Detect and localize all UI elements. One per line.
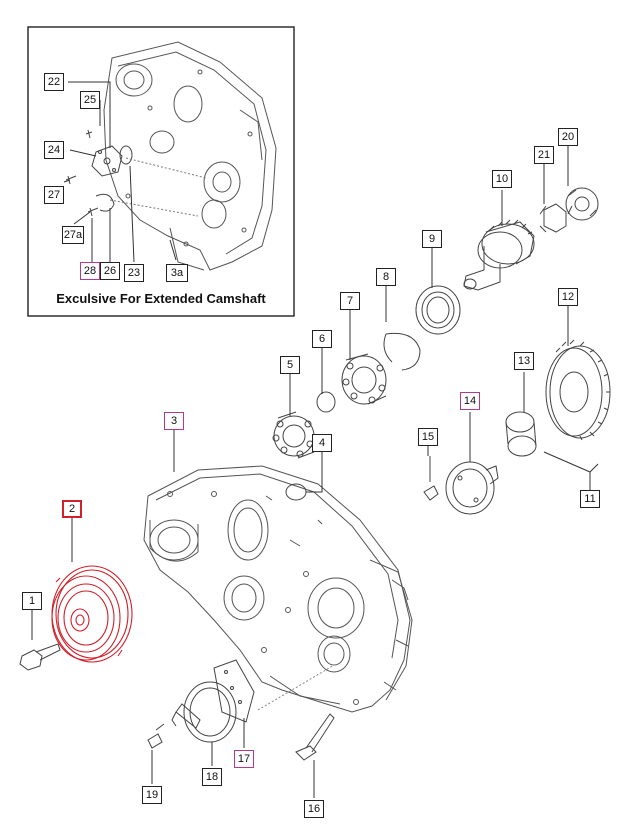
callout-8[interactable]: 8: [376, 268, 396, 286]
main-gear-cover: [143, 465, 413, 713]
callout-12[interactable]: 12: [558, 288, 578, 306]
pulley-bolt: [19, 643, 61, 671]
inset-bolt-27a: [87, 207, 99, 217]
callout-20[interactable]: 20: [558, 128, 578, 146]
inset-caption: Exculsive For Extended Camshaft: [56, 291, 266, 306]
callout-11[interactable]: 11: [580, 490, 600, 508]
callout-16[interactable]: 16: [304, 800, 324, 818]
pump-cover-18: [171, 681, 237, 743]
callout-3a[interactable]: 3a: [166, 264, 188, 282]
callout-2[interactable]: 2: [62, 500, 82, 518]
callout-19[interactable]: 19: [142, 786, 162, 804]
inset-bolt-27: [65, 175, 77, 185]
coupling-20: [565, 187, 599, 221]
callout-5[interactable]: 5: [280, 356, 300, 374]
callout-4[interactable]: 4: [312, 434, 332, 452]
callout-6[interactable]: 6: [312, 330, 332, 348]
callout-13[interactable]: 13: [514, 352, 534, 370]
bolt-19: [147, 723, 165, 749]
inset-plate-24: [91, 145, 123, 177]
inset-clip-26: [95, 193, 115, 212]
crankshaft-pulley: [51, 565, 133, 663]
bolt-16: [295, 713, 335, 761]
leader-lines: [31, 146, 599, 798]
callout-18[interactable]: 18: [202, 768, 222, 786]
dash-line-main: [257, 663, 337, 711]
oil-seal-9: [415, 285, 461, 335]
gasket-17: [213, 659, 255, 723]
bearing-5: [272, 411, 315, 459]
inset-frame: [27, 26, 295, 317]
callout-7[interactable]: 7: [340, 292, 360, 310]
inset-bolt-25: [85, 129, 93, 139]
camshaft-gear-10: [463, 219, 535, 291]
callout-9[interactable]: 9: [422, 230, 442, 248]
inset-dash-line: [109, 157, 207, 217]
idler-shaft-14: [445, 461, 499, 515]
coupling-21: [539, 203, 573, 233]
callout-24[interactable]: 24: [44, 141, 64, 159]
callout-23[interactable]: 23: [124, 264, 144, 282]
callout-26[interactable]: 26: [100, 262, 120, 280]
inset-gear-cover: [103, 41, 277, 271]
ring-6: [316, 391, 336, 413]
callout-25[interactable]: 25: [80, 91, 100, 109]
callout-10[interactable]: 10: [492, 170, 512, 188]
callout-1[interactable]: 1: [22, 592, 42, 610]
circlip-8: [383, 332, 421, 371]
bolt-15: [423, 456, 439, 501]
bearing-7: [341, 353, 387, 405]
callout-22[interactable]: 22: [44, 73, 64, 91]
callout-27a[interactable]: 27a: [62, 226, 84, 244]
callout-3[interactable]: 3: [164, 412, 184, 430]
bush-13: [505, 411, 537, 457]
inset-ring-23: [119, 145, 133, 165]
callout-21[interactable]: 21: [534, 146, 554, 164]
callout-27[interactable]: 27: [44, 186, 64, 204]
callout-28[interactable]: 28: [80, 262, 100, 280]
idler-gear-12: [545, 339, 611, 441]
callout-17[interactable]: 17: [234, 750, 254, 768]
callout-15[interactable]: 15: [418, 428, 438, 446]
callout-14[interactable]: 14: [460, 392, 480, 410]
